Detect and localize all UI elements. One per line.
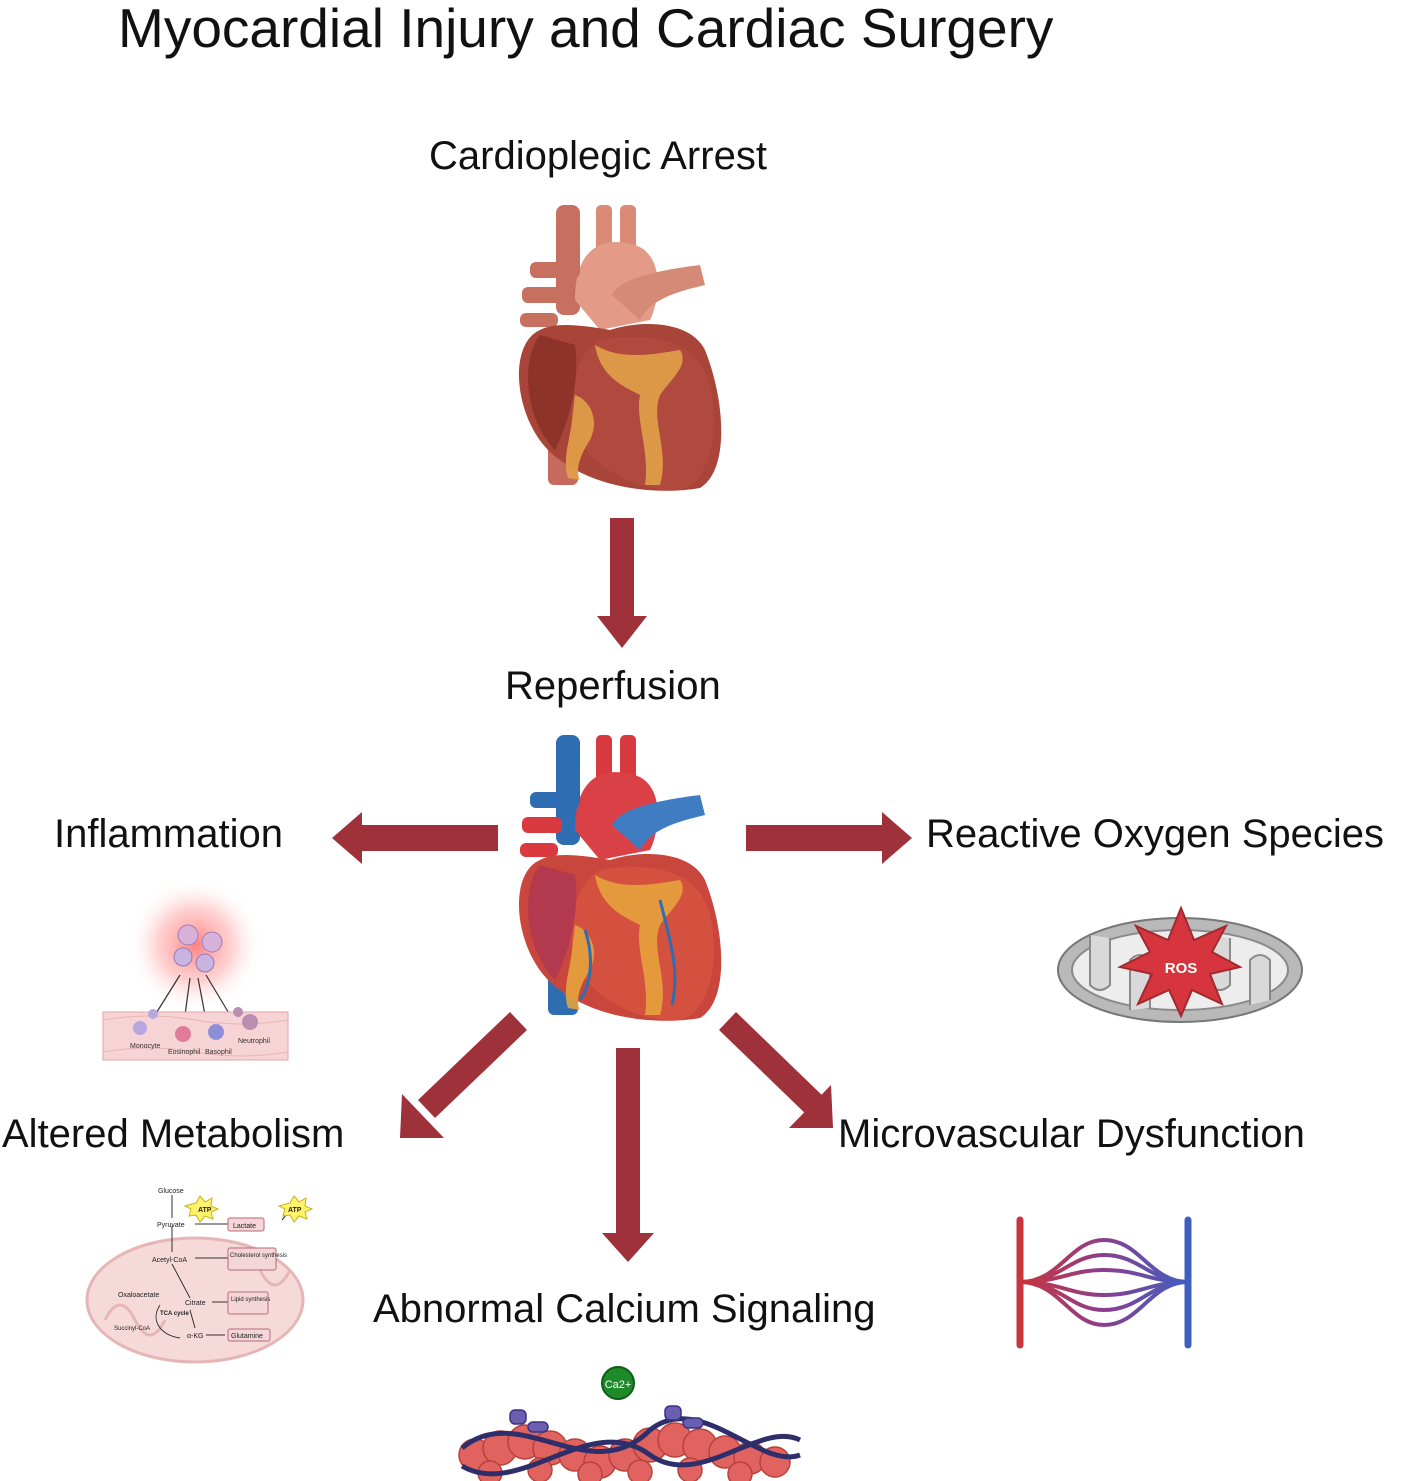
arrow-right-ros <box>746 812 912 864</box>
metab-lipid: Lipid synthesis <box>231 1297 270 1303</box>
arrow-left-inflammation <box>332 812 498 864</box>
main-title: Myocardial Injury and Cardiac Surgery <box>118 0 1054 59</box>
calcium-ion-label: Ca2+ <box>605 1379 632 1391</box>
metab-cholesterol: Cholesterol synthesis <box>230 1253 287 1259</box>
microvasculature-illustration <box>1016 1216 1192 1349</box>
ros-label: ROS <box>1165 960 1198 977</box>
metab-acetyl-coa: Acetyl-CoA <box>152 1257 187 1264</box>
outcome-reactive-oxygen-species: Reactive Oxygen Species <box>926 812 1385 856</box>
metab-glucose: Glucose <box>158 1188 184 1195</box>
outcome-microvascular-dysfunction: Microvascular Dysfunction <box>838 1112 1305 1156</box>
metab-atp-1: ATP <box>198 1207 212 1214</box>
mitochondrion-ros-icon: ROS <box>1057 905 1303 1023</box>
metab-lactate: Lactate <box>233 1223 256 1230</box>
arrow-down-reperfusion <box>597 518 647 648</box>
metab-oxaloacetate: Oxaloacetate <box>118 1292 159 1299</box>
metab-tca: TCA cycle <box>160 1311 189 1317</box>
metab-glutamine: Glutamine <box>231 1333 263 1340</box>
cell-label-eosinophil: Eosinophil <box>168 1049 201 1056</box>
calcium-signaling-illustration: Ca2+ <box>458 1366 802 1481</box>
outcome-altered-metabolism: Altered Metabolism <box>2 1112 345 1156</box>
metab-succinyl: Succinyl-CoA <box>114 1326 150 1332</box>
arrow-diag-metabolism <box>400 1012 527 1138</box>
stage-reperfusion: Reperfusion <box>505 664 721 708</box>
inflammation-illustration: Monocyte Eosinophil Basophil Neutrophil <box>102 877 289 1061</box>
cell-label-basophil: Basophil <box>205 1049 232 1056</box>
calcium-ion-icon <box>601 1366 635 1400</box>
metab-citrate: Citrate <box>185 1300 206 1307</box>
metab-atp-2: ATP <box>288 1207 302 1214</box>
outcome-abnormal-calcium-signaling: Abnormal Calcium Signaling <box>373 1287 876 1331</box>
metabolism-pathway-illustration: Glucose ATP ATP Pyruvate Lactate Acetyl-… <box>85 1188 314 1364</box>
cell-label-neutrophil: Neutrophil <box>238 1038 270 1045</box>
metab-akg: α-KG <box>187 1333 204 1340</box>
arrow-down-calcium <box>602 1048 654 1262</box>
cell-label-monocyte: Monocyte <box>130 1043 160 1050</box>
arrested-heart-icon <box>518 205 722 491</box>
stage-cardioplegic-arrest: Cardioplegic Arrest <box>429 134 767 178</box>
outcome-inflammation: Inflammation <box>54 812 283 856</box>
metab-pyruvate: Pyruvate <box>157 1222 185 1229</box>
arrow-diag-microvascular <box>719 1012 833 1128</box>
reperfused-heart-icon <box>518 735 722 1021</box>
